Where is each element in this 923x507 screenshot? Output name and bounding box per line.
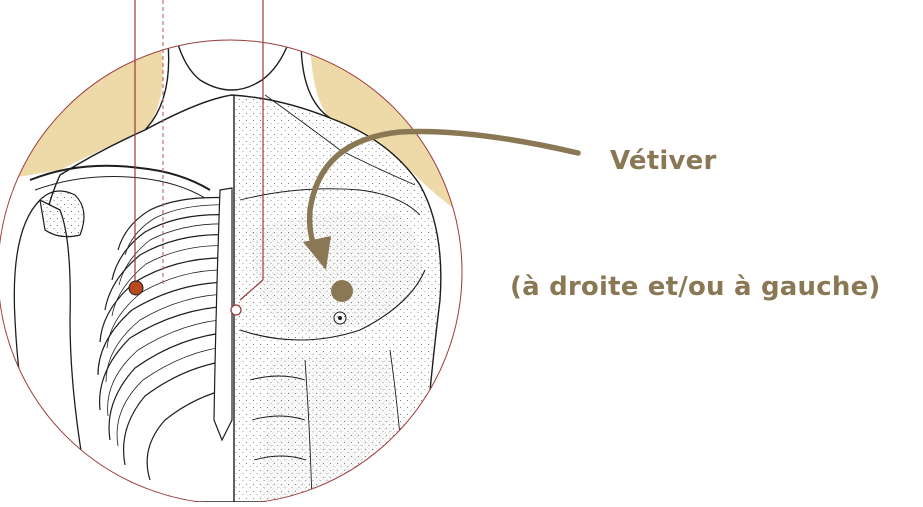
point-name-label: Vétiver — [610, 146, 716, 176]
bone-point-marker — [129, 281, 143, 295]
abs-shading — [260, 353, 400, 503]
neck-outline — [170, 0, 300, 90]
midline-point-marker — [231, 305, 241, 315]
acupoint-dot-icon — [331, 280, 353, 302]
humerus-head — [40, 191, 84, 237]
circle-content — [0, 0, 470, 502]
point-side-label: (à droite et/ou à gauche) — [510, 272, 881, 302]
